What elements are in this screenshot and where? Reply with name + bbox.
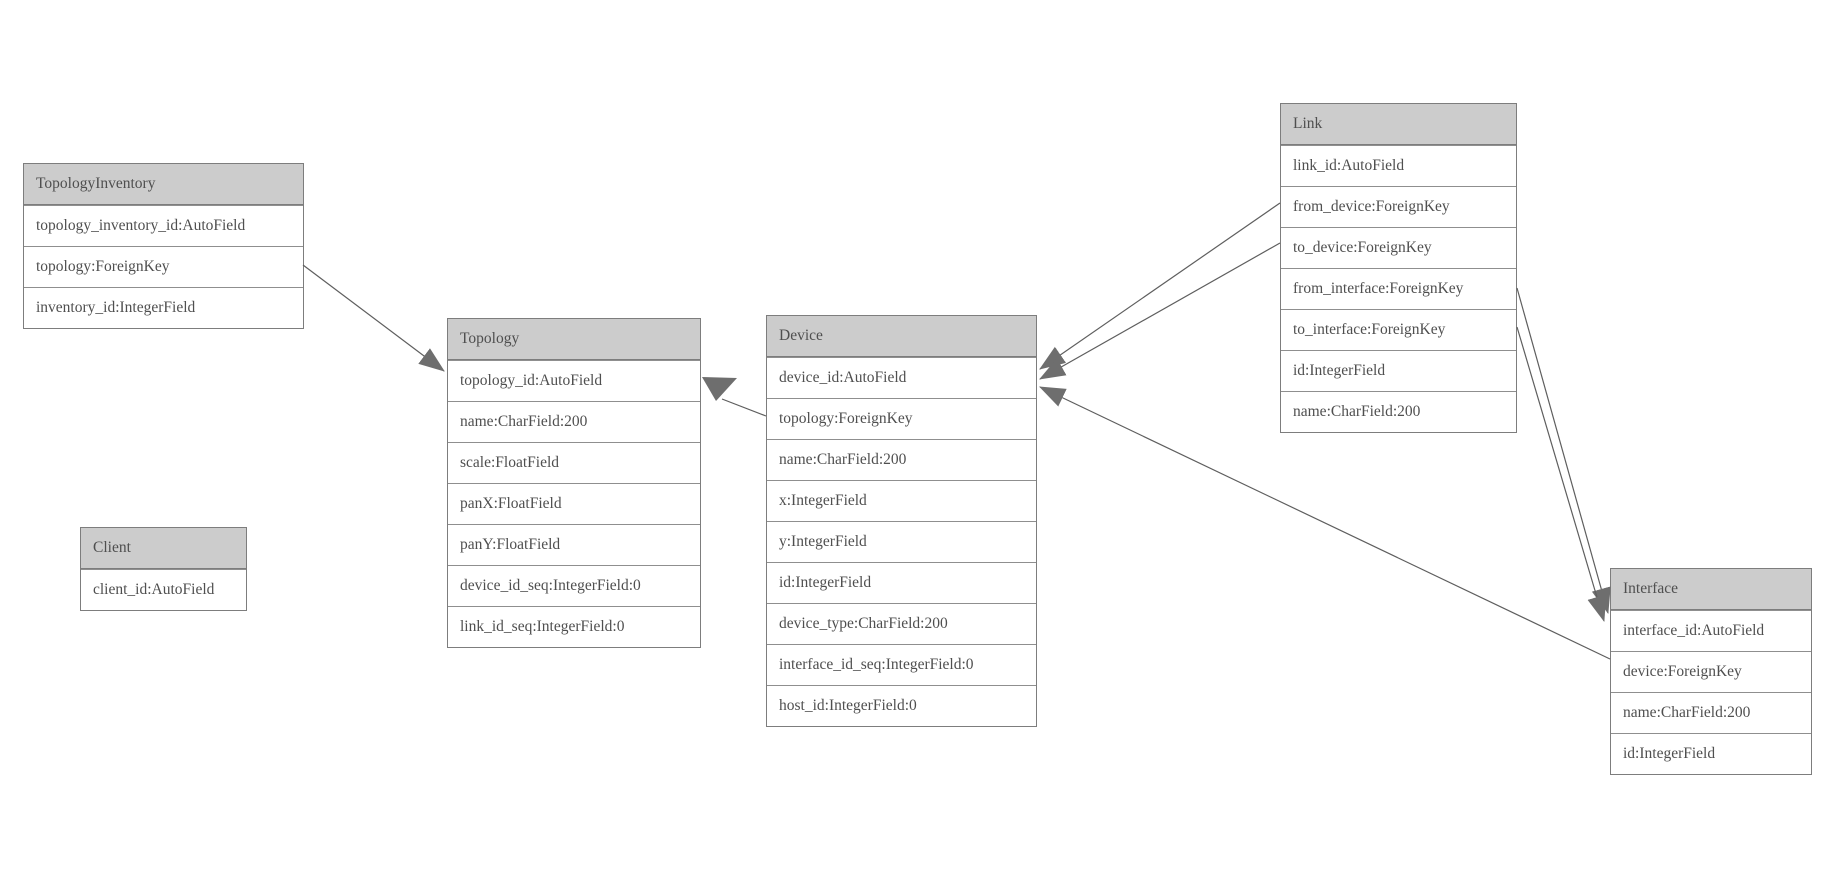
field-row: link_id_seq:IntegerField:0: [448, 606, 700, 647]
entity-device: Device device_id:AutoField topology:Fore…: [766, 315, 1037, 727]
entity-topology: Topology topology_id:AutoField name:Char…: [447, 318, 701, 648]
field-row: interface_id_seq:IntegerField:0: [767, 644, 1036, 685]
edge-link-tointerface-interface: [1516, 326, 1607, 623]
field-row: link_id:AutoField: [1281, 145, 1516, 186]
field-row: interface_id:AutoField: [1611, 610, 1811, 651]
field-row: topology:ForeignKey: [767, 398, 1036, 439]
field-row: topology_id:AutoField: [448, 360, 700, 401]
entity-title: Device: [767, 316, 1036, 357]
field-row: id:IntegerField: [1281, 350, 1516, 391]
entity-title: TopologyInventory: [24, 164, 303, 205]
edge-link-todevice-device: [1039, 242, 1281, 380]
field-row: panX:FloatField: [448, 483, 700, 524]
field-row: device_id_seq:IntegerField:0: [448, 565, 700, 606]
entity-title: Link: [1281, 104, 1516, 145]
field-row: client_id:AutoField: [81, 569, 246, 610]
field-row: to_interface:ForeignKey: [1281, 309, 1516, 350]
field-row: device:ForeignKey: [1611, 651, 1811, 692]
field-row: from_device:ForeignKey: [1281, 186, 1516, 227]
field-row: y:IntegerField: [767, 521, 1036, 562]
entity-client: Client client_id:AutoField: [80, 527, 247, 611]
field-row: topology:ForeignKey: [24, 246, 303, 287]
field-row: device_type:CharField:200: [767, 603, 1036, 644]
field-row: topology_inventory_id:AutoField: [24, 205, 303, 246]
edge-link-frominterface-interface: [1516, 287, 1611, 615]
field-row: name:CharField:200: [1611, 692, 1811, 733]
entity-title: Topology: [448, 319, 700, 360]
field-row: from_interface:ForeignKey: [1281, 268, 1516, 309]
edge-device-topology: [721, 398, 767, 417]
field-row: name:CharField:200: [1281, 391, 1516, 432]
field-row: host_id:IntegerField:0: [767, 685, 1036, 726]
edge-link-fromdevice-device: [1039, 202, 1281, 370]
entity-topology-inventory: TopologyInventory topology_inventory_id:…: [23, 163, 304, 329]
field-row: id:IntegerField: [767, 562, 1036, 603]
edge-topologyinventory-topology: [302, 264, 445, 372]
field-row: scale:FloatField: [448, 442, 700, 483]
field-row: device_id:AutoField: [767, 357, 1036, 398]
edge-device-topology-arrowhead: [702, 377, 737, 401]
field-row: name:CharField:200: [448, 401, 700, 442]
entity-link: Link link_id:AutoField from_device:Forei…: [1280, 103, 1517, 433]
entity-title: Client: [81, 528, 246, 569]
field-row: inventory_id:IntegerField: [24, 287, 303, 328]
field-row: to_device:ForeignKey: [1281, 227, 1516, 268]
entity-interface: Interface interface_id:AutoField device:…: [1610, 568, 1812, 775]
field-row: x:IntegerField: [767, 480, 1036, 521]
field-row: id:IntegerField: [1611, 733, 1811, 774]
field-row: panY:FloatField: [448, 524, 700, 565]
field-row: name:CharField:200: [767, 439, 1036, 480]
entity-title: Interface: [1611, 569, 1811, 610]
